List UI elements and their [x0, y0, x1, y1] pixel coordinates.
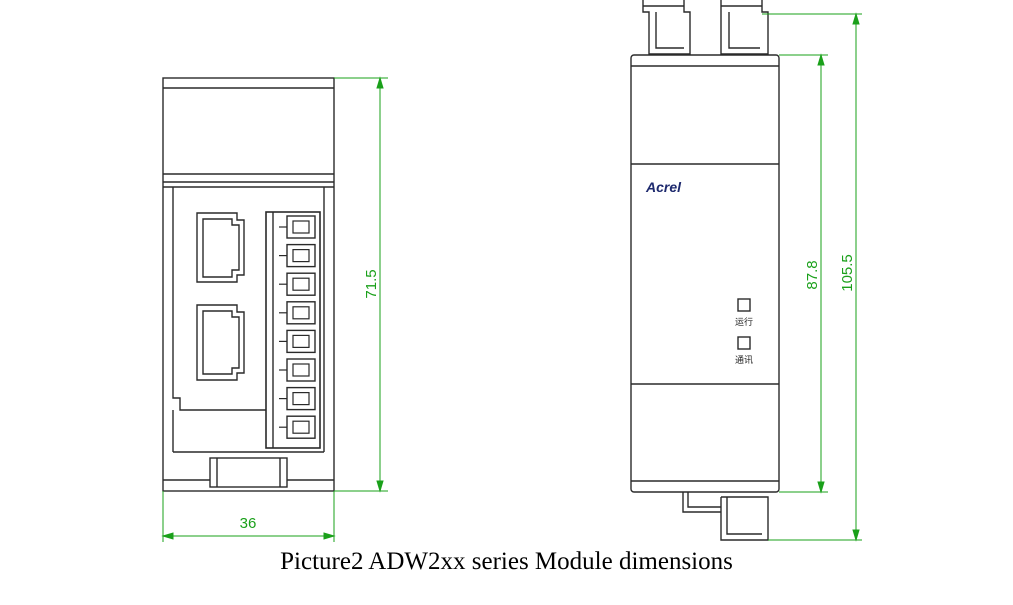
din-clip [209, 457, 288, 488]
terminal-screw [279, 415, 316, 439]
terminal-screw [279, 329, 316, 354]
comm-indicator-label: 通讯 [735, 355, 753, 366]
front-dimensions [161, 76, 388, 542]
front-view [162, 77, 335, 492]
top-plug-left [642, 0, 691, 55]
terminal-screw [279, 272, 316, 296]
comm-indicator-led [737, 336, 751, 350]
side-body-outline [630, 54, 780, 493]
rj45-port-lower [196, 304, 245, 381]
run-indicator-label: 运行 [735, 316, 753, 328]
terminal-screw [279, 386, 316, 411]
rj45-port-upper [196, 212, 245, 283]
terminal-screws [279, 215, 316, 439]
run-indicator-led [737, 298, 751, 312]
side-dimensions [762, 12, 862, 542]
terminal-block [265, 211, 321, 449]
acrel-logo: Acrel [645, 179, 682, 195]
module-dimension-drawing: 71.5 36 Acrel 运行 通讯 [161, 0, 862, 542]
figure-caption: Picture2 ADW2xx series Module dimensions [280, 548, 733, 575]
terminal-screw [279, 243, 316, 268]
bottom-clip [682, 492, 769, 541]
front-body-outline [162, 77, 335, 492]
terminal-screw [279, 215, 316, 239]
terminal-screw [279, 301, 316, 325]
terminal-screw [279, 358, 316, 382]
dim-side-total-height: 105.5 [839, 254, 856, 292]
side-view [630, 0, 780, 541]
dim-side-body-height: 87.8 [804, 260, 821, 289]
dim-front-height: 71.5 [363, 269, 380, 298]
top-plug-right [720, 0, 769, 55]
dim-front-width: 36 [240, 515, 257, 532]
